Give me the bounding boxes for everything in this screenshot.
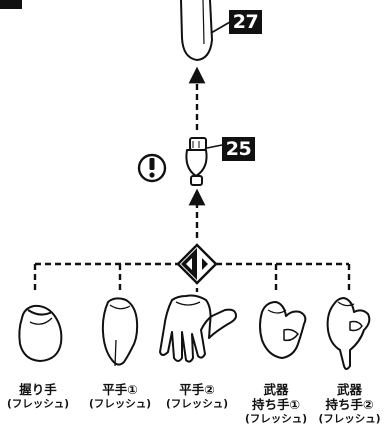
hand-label-fist-name: 握り手: [19, 382, 57, 397]
hand-label-weapon-1-sub: 持ち手①: [251, 397, 301, 412]
flat-hand-2-icon: [159, 294, 237, 363]
hand-label-flat-1: 平手① (フレッシュ): [80, 382, 160, 412]
flat-hand-1-icon: [101, 297, 139, 367]
hand-label-fist-sub: (フレッシュ): [6, 398, 70, 410]
hand-label-weapon-1-name: 武器: [263, 382, 289, 397]
leader-line-25: [206, 144, 223, 149]
part-number-27: 27: [229, 10, 262, 34]
hand-label-flat-2: 平手② (フレッシュ): [157, 382, 237, 412]
hand-label-fist: 握り手 (フレッシュ): [0, 382, 78, 412]
hand-label-weapon-2-name: 武器: [336, 382, 362, 397]
weapon-grip-hand-2-icon: [326, 297, 371, 370]
hand-label-flat-2-sub: (フレッシュ): [165, 398, 229, 410]
joint-peg-icon: [185, 137, 208, 186]
weapon-grip-hand-1-icon: [259, 301, 307, 359]
step-tab-marker: [0, 0, 22, 9]
hand-label-weapon-2: 武器 持ち手② (フレッシュ): [310, 382, 389, 427]
hand-label-flat-1-name: 平手①: [102, 382, 138, 397]
peg-lock-icon: [176, 243, 218, 285]
arm-icon: [180, 0, 213, 61]
hand-label-flat-2-name: 平手②: [179, 382, 215, 397]
hand-selection-bus: [33, 262, 351, 292]
hand-label-weapon-2-sub: 持ち手②: [325, 397, 374, 412]
hand-label-flat-1-sub: (フレッシュ): [88, 398, 152, 410]
hand-label-weapon-1-sub2: (フレッシュ): [244, 413, 308, 425]
hand-label-weapon-1: 武器 持ち手① (フレッシュ): [236, 382, 316, 427]
caution-icon: [137, 153, 167, 183]
leader-line-27: [210, 21, 231, 34]
fist-hand-icon: [18, 304, 63, 362]
hand-label-weapon-2-sub2: (フレッシュ): [318, 413, 381, 425]
part-number-25: 25: [222, 137, 255, 161]
